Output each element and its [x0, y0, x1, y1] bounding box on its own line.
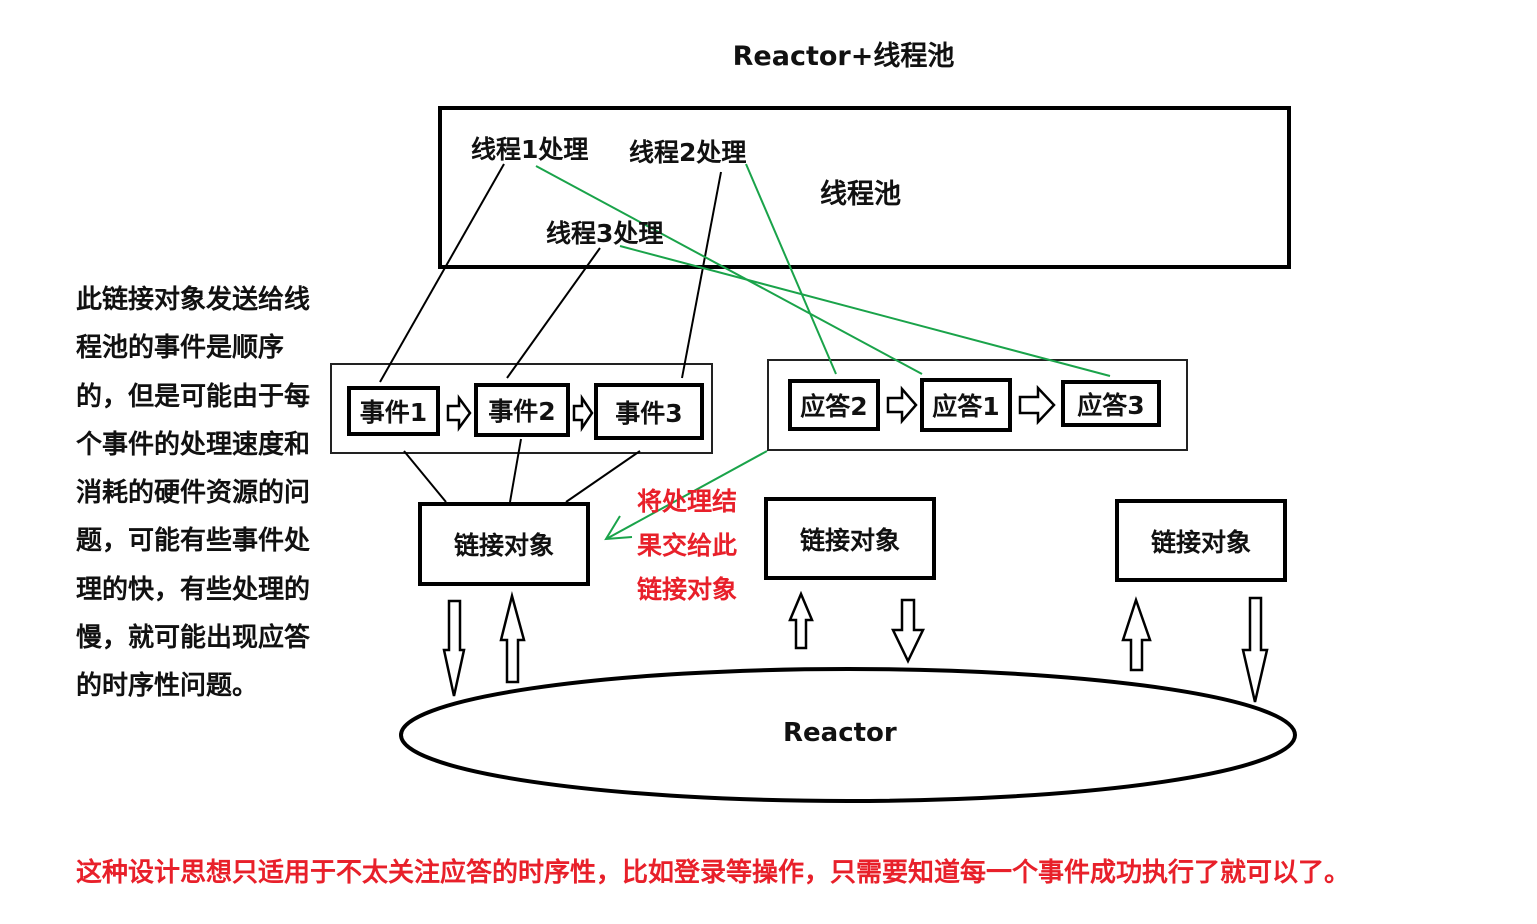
arrow-conn2-down	[891, 598, 925, 664]
green-thread1-response1	[535, 165, 923, 375]
response-2-box: 应答2	[788, 379, 880, 431]
thread-pool-label: 线程池	[820, 179, 901, 210]
footer-note: 这种设计思想只适用于不太关注应答的时序性，比如登录等操作，只需要知道每一个事件成…	[76, 858, 1351, 888]
green-thread2-response2	[745, 163, 837, 375]
arrow-event1-event2	[446, 394, 472, 432]
link-thread3-event2	[506, 247, 601, 379]
response-3-box: 应答3	[1061, 380, 1161, 427]
red-return-note: 将处理结果交给此链接对象	[637, 487, 738, 604]
link-thread2-event3	[681, 171, 722, 379]
event-queue-container	[330, 363, 713, 454]
arrow-conn1-up	[499, 591, 526, 684]
connection-object-3: 链接对象	[1115, 499, 1287, 582]
side-explanation: 此链接对象发送给线程池的事件是顺序的，但是可能由于每个事件的处理速度和消耗的硬件…	[76, 285, 311, 702]
arrow-conn2-up	[788, 590, 814, 650]
thread-2-label: 线程2处理	[629, 138, 747, 167]
event-3-box: 事件3	[594, 383, 704, 440]
thread-pool-box	[438, 106, 1291, 269]
thread-1-label: 线程1处理	[471, 135, 589, 164]
thread-3-label: 线程3处理	[546, 219, 664, 248]
arrow-event2-event3	[572, 393, 594, 433]
arrow-conn3-up	[1121, 596, 1152, 672]
link-container-conn-b	[509, 438, 522, 503]
link-container-conn-a	[403, 450, 447, 503]
connection-object-2: 链接对象	[764, 497, 936, 580]
link-thread1-event1	[379, 163, 505, 383]
arrow-conn3-down	[1241, 596, 1269, 703]
arrow-response1-response3	[1018, 384, 1056, 426]
reactor-ellipse	[399, 667, 1297, 803]
diagram-title: Reactor+线程池	[732, 41, 955, 72]
reactor-label: Reactor	[783, 718, 897, 748]
arrow-response2-response1	[886, 385, 918, 425]
event-1-box: 事件1	[347, 386, 440, 436]
connection-object-1: 链接对象	[418, 502, 590, 586]
green-thread3-response3	[619, 245, 1111, 377]
event-2-box: 事件2	[474, 383, 570, 437]
arrow-conn1-down	[442, 599, 466, 697]
link-container-conn-c	[565, 450, 641, 503]
green-return-arrow	[607, 450, 768, 539]
green-return-arrowhead	[604, 515, 633, 541]
response-1-box: 应答1	[920, 378, 1012, 432]
response-queue-container	[767, 359, 1188, 451]
